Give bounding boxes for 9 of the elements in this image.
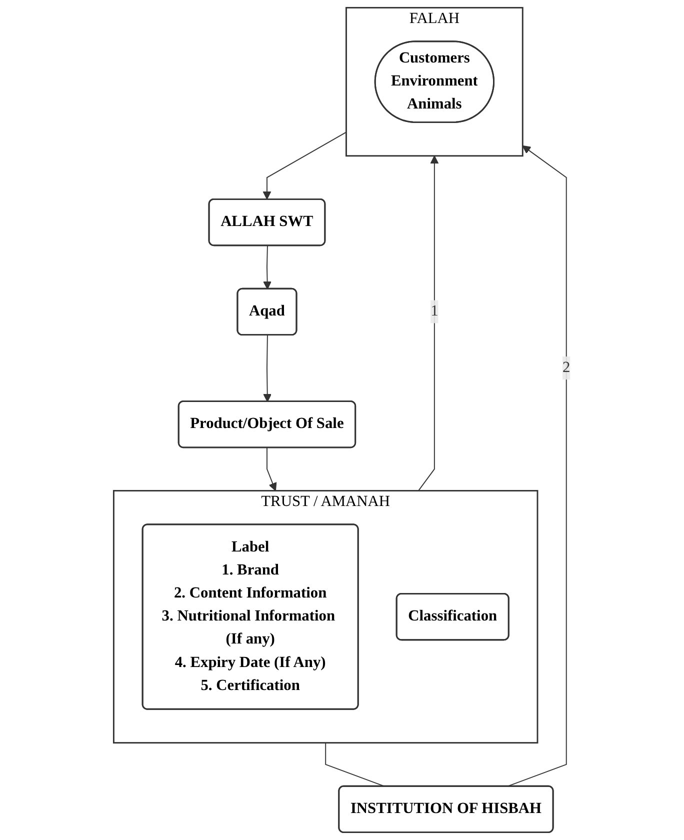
connector bbox=[325, 742, 384, 787]
arrow bbox=[262, 132, 347, 200]
arrow bbox=[263, 334, 272, 402]
edge-label: 2 bbox=[562, 359, 570, 376]
edge-label: 1 bbox=[430, 303, 438, 320]
arrow bbox=[263, 245, 272, 290]
arrow bbox=[418, 156, 439, 492]
arrow bbox=[266, 446, 277, 492]
arrow bbox=[508, 145, 567, 787]
